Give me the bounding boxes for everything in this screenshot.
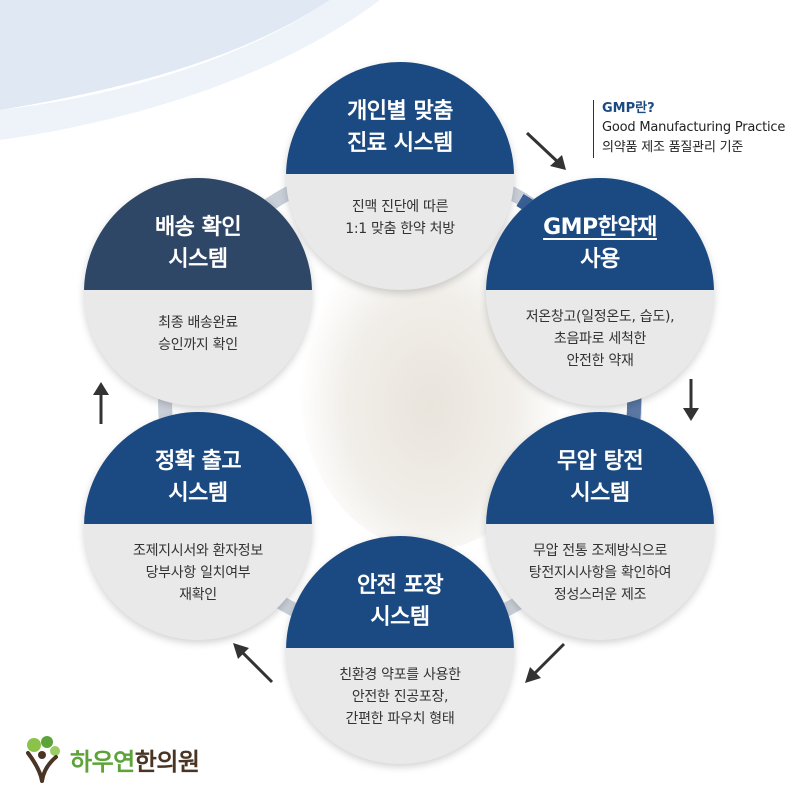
step-title-line: GMP한약재: [543, 214, 657, 240]
step-header: 정확 출고 시스템: [84, 412, 312, 524]
step-desc-line: 진맥 진단에 따른: [351, 198, 449, 215]
step-description: 친환경 약포를 사용한 안전한 진공포장, 간편한 파우치 형태: [286, 648, 514, 764]
arrow-up-icon: [93, 382, 109, 424]
step-header: 안전 포장 시스템: [286, 536, 514, 648]
step-desc-line: 저온창고(일정온도, 습도),: [525, 308, 675, 325]
step-title-line: 시스템: [168, 246, 228, 272]
step-desc-line: 초음파로 세척한: [553, 330, 647, 347]
step-description: 무압 전통 조제방식으로 탕전지시사항을 확인하여 정성스러운 제조: [486, 524, 714, 640]
step-title-line: 시스템: [370, 604, 430, 630]
step-desc-line: 1:1 맞춤 한약 처방: [345, 220, 455, 237]
clinic-logo: 하우연한의원: [20, 735, 200, 783]
step-description: 저온창고(일정온도, 습도), 초음파로 세척한 안전한 약재: [486, 290, 714, 406]
step-title-line: 사용: [580, 246, 620, 272]
step-circle-safe-packaging: 안전 포장 시스템 친환경 약포를 사용한 안전한 진공포장, 간편한 파우치 …: [286, 536, 514, 764]
gmp-note-title: GMP란?: [602, 101, 655, 116]
step-title-line: 시스템: [570, 480, 630, 506]
step-circle-pressureless-decoction: 무압 탕전 시스템 무압 전통 조제방식으로 탕전지시사항을 확인하여 정성스러…: [486, 412, 714, 640]
step-desc-line: 무압 전통 조제방식으로: [532, 542, 668, 559]
tree-person-logo-icon: [26, 736, 60, 783]
step-title-line: 정확 출고: [154, 448, 242, 474]
step-desc-line: 친환경 약포를 사용한: [339, 666, 461, 683]
step-desc-line: 탕전지시사항을 확인하여: [528, 564, 672, 581]
step-desc-line: 조제지시서와 환자정보: [133, 542, 263, 559]
step-desc-line: 안전한 진공포장,: [351, 688, 449, 705]
step-description: 최종 배송완료 승인까지 확인: [84, 290, 312, 406]
step-header: 개인별 맞춤 진료 시스템: [286, 62, 514, 174]
gmp-note-line: 의약품 제조 품질관리 기준: [602, 140, 744, 155]
step-desc-line: 간편한 파우치 형태: [345, 710, 455, 727]
step-title-line: 무압 탕전: [556, 448, 644, 474]
step-header: GMP한약재 사용: [486, 178, 714, 290]
step-title-line: 시스템: [168, 480, 228, 506]
step-title-line: 진료 시스템: [347, 130, 453, 156]
clinic-name-green: 하우연: [70, 747, 135, 776]
step-circle-gmp-herbs: GMP한약재 사용 저온창고(일정온도, 습도), 초음파로 세척한 안전한 약…: [486, 178, 714, 406]
step-circle-delivery-confirmation: 배송 확인 시스템 최종 배송완료 승인까지 확인: [84, 178, 312, 406]
arrow-down-right-icon: [525, 131, 566, 170]
step-circle-accurate-shipping: 정확 출고 시스템 조제지시서와 환자정보 당부사항 일치여부 재확인: [84, 412, 312, 640]
step-title-line: 개인별 맞춤: [347, 98, 453, 124]
gmp-note-line: Good Manufacturing Practice: [602, 120, 786, 135]
step-desc-line: 당부사항 일치여부: [145, 564, 251, 581]
step-desc-line: 최종 배송완료: [158, 314, 238, 331]
step-desc-line: 안전한 약재: [566, 352, 634, 369]
arrow-down-left-icon: [525, 642, 566, 683]
step-description: 조제지시서와 환자정보 당부사항 일치여부 재확인: [84, 524, 312, 640]
gmp-definition-note: GMP란? Good Manufacturing Practice 의약품 제조…: [593, 100, 785, 158]
step-desc-line: 재확인: [179, 586, 217, 603]
arrow-down-icon: [683, 379, 699, 421]
step-header: 무압 탕전 시스템: [486, 412, 714, 524]
step-circle-personal-care: 개인별 맞춤 진료 시스템 진맥 진단에 따른 1:1 맞춤 한약 처방: [286, 62, 514, 290]
step-title-line: 안전 포장: [356, 572, 444, 598]
step-header: 배송 확인 시스템: [84, 178, 312, 290]
step-description: 진맥 진단에 따른 1:1 맞춤 한약 처방: [286, 174, 514, 290]
arrow-up-left-icon: [233, 643, 274, 684]
step-desc-line: 승인까지 확인: [158, 336, 238, 353]
step-title-line: 배송 확인: [154, 214, 242, 240]
clinic-name-dark: 한의원: [134, 747, 200, 776]
step-desc-line: 정성스러운 제조: [553, 586, 647, 603]
clinic-name: 하우연한의원: [70, 742, 200, 777]
